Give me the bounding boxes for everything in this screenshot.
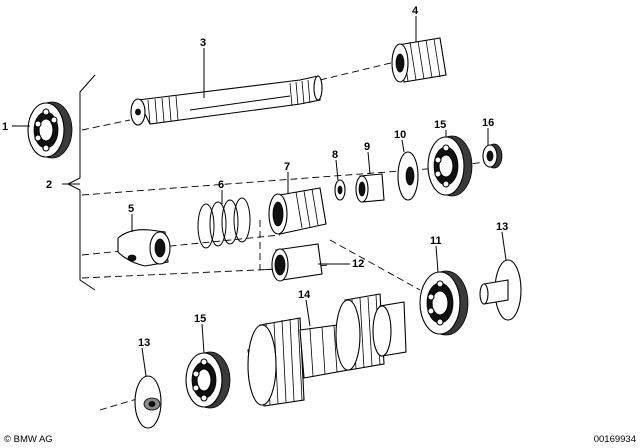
guide-sleeve-part-5 [117,229,171,267]
copyright-text: © BMW AG [4,434,53,445]
callout-6: 6 [218,179,224,191]
callout-16: 16 [482,117,494,129]
callout-11: 11 [430,235,442,247]
callout-2: 2 [46,179,52,191]
bush-part-12 [271,243,323,282]
callout-12: 12 [352,258,364,270]
callout-9: 9 [364,141,370,153]
callout-15-lower: 15 [194,313,206,325]
assembly-line-frame [81,159,501,271]
callout-7: 7 [284,161,290,173]
spring-part-6 [197,197,251,249]
callout-8: 8 [332,149,338,161]
washer-part-10 [397,151,419,201]
cluster-gear-part-14 [247,293,407,407]
ball-bearing-part-15-lower [185,351,231,409]
splined-sleeve-part-7 [268,187,327,235]
leader-lines [12,16,507,377]
callout-4: 4 [412,5,419,17]
main-shaft-part-3 [130,75,323,126]
callout-5: 5 [128,203,134,215]
callout-13-right: 13 [496,221,508,233]
seal-part-16 [482,143,503,169]
pinion-gear-part-4 [391,37,447,83]
callout-1: 1 [2,121,8,133]
callout-10: 10 [394,129,406,141]
callout-3: 3 [200,37,206,49]
callout-13-left: 13 [138,337,150,349]
spacer-part-9 [355,173,385,203]
callout-15-upper: 15 [434,119,446,131]
ring-part-8 [334,179,346,201]
ball-bearing-part-1 [27,101,73,159]
diagram-id: 00169934 [594,434,636,445]
callout-14: 14 [298,289,311,301]
flange-part-13-left [134,375,162,429]
ball-bearing-part-15-upper [427,135,473,197]
assembly-line-lower [81,267,301,279]
group-bracket [66,74,96,291]
stub-shaft-part-13-right [479,259,522,321]
ball-bearing-part-11 [419,270,469,336]
